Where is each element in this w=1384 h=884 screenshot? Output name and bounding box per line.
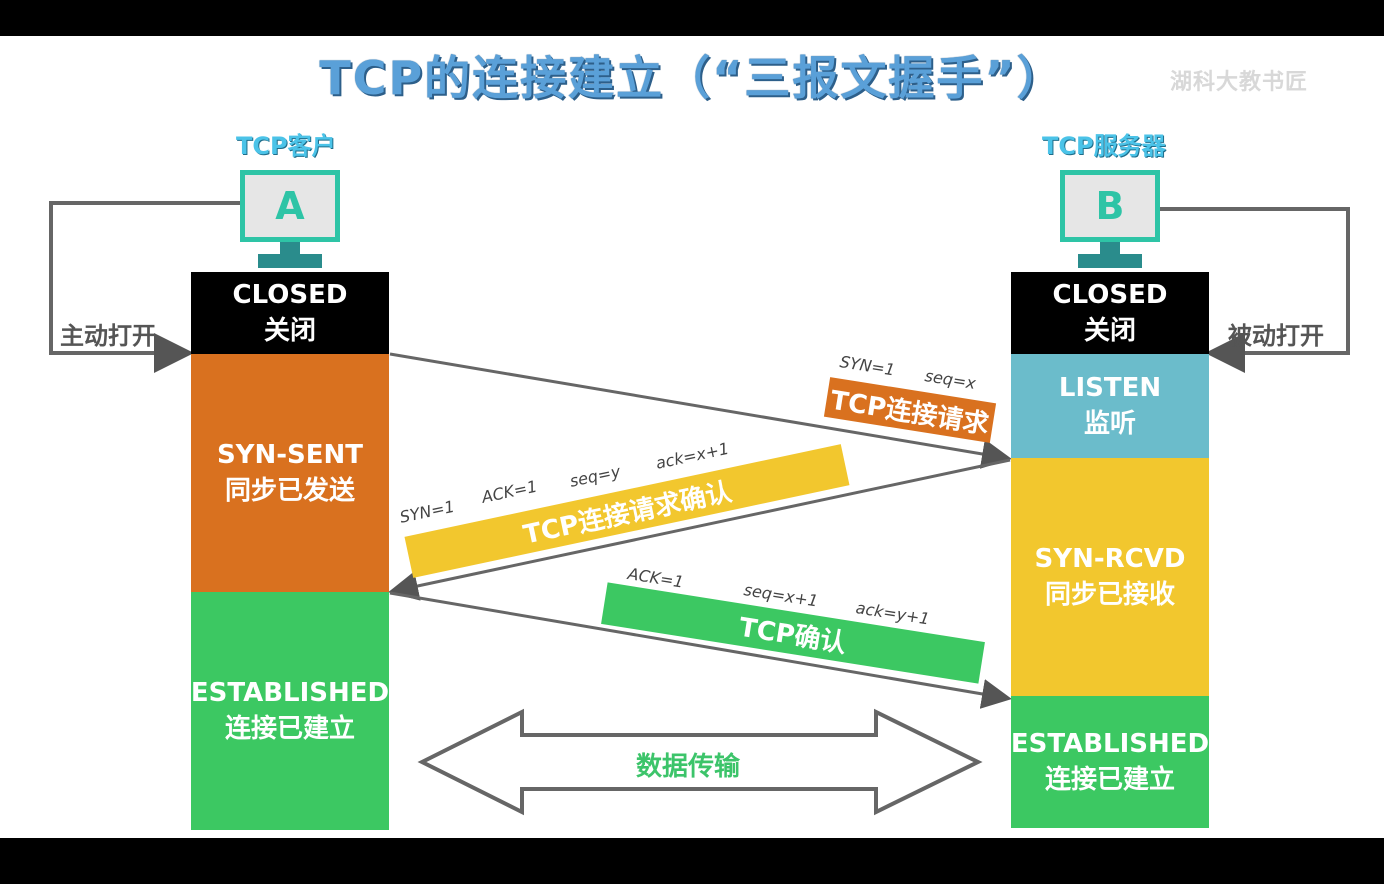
client-host-letter: A (240, 170, 340, 242)
client-state-closed: CLOSED 关闭 (191, 272, 389, 354)
ack-arrow (389, 591, 1012, 709)
syn-arrow (389, 352, 1012, 469)
data-transfer-label: 数据传输 (636, 752, 741, 782)
client-synsent-zh: 同步已发送 (224, 476, 355, 506)
server-state-syn-rcvd: SYN-RCVD 同步已接收 (1011, 458, 1209, 696)
server-label: TCP服务器 (1042, 132, 1166, 160)
client-closed-zh: 关闭 (263, 316, 316, 346)
slide-title: TCP的连接建立（“三报文握手”） (319, 51, 1065, 105)
server-state-closed: CLOSED 关闭 (1011, 272, 1209, 354)
client-state-established: ESTABLISHED 连接已建立 (191, 592, 389, 830)
server-open-arrow (1158, 207, 1350, 373)
data-transfer-arrow (417, 708, 983, 816)
client-state-syn-sent: SYN-SENT 同步已发送 (191, 354, 389, 592)
server-listen-en: LISTEN (1058, 372, 1162, 403)
server-est-zh: 连接已建立 (1044, 765, 1175, 795)
client-open-arrow (49, 201, 240, 373)
server-host-letter: B (1060, 170, 1160, 242)
client-closed-en: CLOSED (232, 279, 348, 310)
client-computer-icon: A (240, 170, 340, 270)
server-state-established: ESTABLISHED 连接已建立 (1011, 696, 1209, 828)
watermark: 湖科大教书匠 (1170, 70, 1309, 95)
client-label: TCP客户 (236, 132, 336, 160)
client-est-zh: 连接已建立 (224, 714, 355, 744)
server-est-en: ESTABLISHED (1010, 728, 1210, 759)
server-state-listen: LISTEN 监听 (1011, 354, 1209, 458)
server-synrcvd-en: SYN-RCVD (1034, 543, 1186, 574)
server-listen-zh: 监听 (1083, 409, 1136, 439)
syn-ack-arrow (388, 458, 1011, 601)
server-open-label: 被动打开 (1228, 322, 1324, 350)
server-computer-icon: B (1060, 170, 1160, 270)
client-synsent-en: SYN-SENT (216, 439, 364, 470)
client-open-label: 主动打开 (60, 322, 156, 350)
server-closed-zh: 关闭 (1083, 316, 1136, 346)
client-est-en: ESTABLISHED (190, 677, 390, 708)
server-synrcvd-zh: 同步已接收 (1044, 580, 1175, 610)
server-closed-en: CLOSED (1052, 279, 1168, 310)
